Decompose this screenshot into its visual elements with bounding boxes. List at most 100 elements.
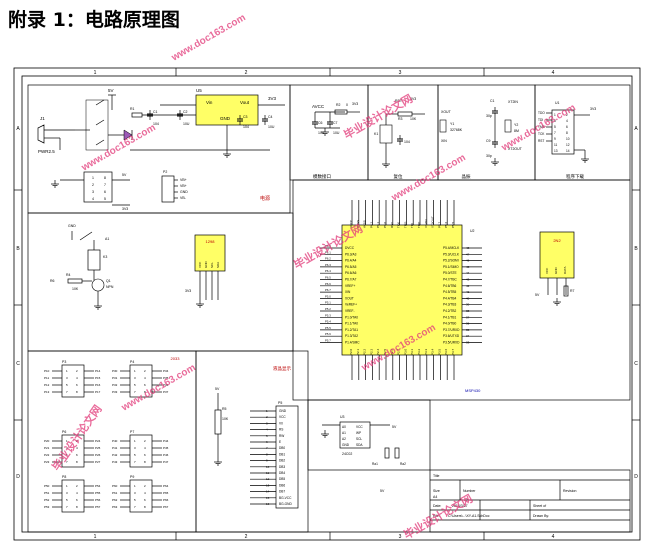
mcu-pin-num: 45: [466, 265, 470, 269]
c3-label: C3: [243, 115, 248, 119]
mcu-bottom-pin: P2.6: [390, 348, 394, 355]
title-block-sheet: Sheet of: [533, 504, 546, 508]
header-label: P6: [62, 430, 66, 434]
u5-vout-label: Vout: [240, 100, 250, 105]
c1-label: C1: [153, 110, 158, 114]
r5-label: R5: [222, 407, 227, 411]
jtag-signal-label: RST: [538, 139, 544, 143]
y2-crystal: [504, 119, 512, 133]
v5-label: 5V: [122, 173, 127, 177]
mcu-top-pin: DVSS: [356, 220, 360, 228]
lcd-pin-label: DB3: [279, 465, 285, 469]
mcu-net-label: P5.4: [325, 320, 331, 324]
header-pin: 8: [144, 505, 146, 509]
mcu-net-label: P6.3: [325, 263, 331, 267]
mcu-top-pin: P6.1: [376, 221, 380, 228]
header-pin: 1: [134, 439, 136, 443]
lcd-section-title: 液晶显示: [273, 365, 291, 372]
header-pin: 5: [134, 453, 136, 457]
mcu-bottom-pin: P3.4: [431, 348, 435, 355]
title-block-size: Size: [433, 489, 440, 493]
y1-value: 32768K: [450, 128, 463, 132]
mcu-bottom-pin: P2.5: [383, 348, 387, 355]
header-pin: 5: [134, 498, 136, 502]
frame-row-label: B: [16, 246, 20, 252]
power-switch: [85, 99, 109, 151]
header-pin: 6: [76, 453, 78, 457]
jtag-signal-label: TCK: [538, 132, 545, 136]
header-pin: 4: [76, 376, 78, 380]
c2-value: 10U: [183, 122, 190, 126]
lcd-pin-num: 14: [266, 490, 270, 494]
mcu-pin-num: 36: [466, 322, 470, 326]
header-net-label: P13: [44, 390, 50, 394]
lcd-pin-label: DB7: [279, 490, 285, 494]
mcu-left-pin: DVCC: [345, 246, 355, 250]
header-net-label: P17: [95, 390, 101, 394]
power-section-title: 电源: [260, 195, 270, 202]
gnd-label: GND: [68, 224, 76, 228]
mcu-right-pin: P5.0/STE: [443, 271, 457, 275]
lcd-pin-num: 13: [266, 483, 270, 487]
header-net-label: P46: [163, 453, 169, 457]
c6-label: C6: [318, 121, 323, 125]
header-net-label: P61: [112, 491, 118, 495]
jtag-pin: 1: [554, 113, 556, 117]
header-pin: 7: [134, 390, 136, 394]
mcu-top-pin: TDI: [410, 223, 414, 228]
q1-type: NPN: [106, 285, 114, 289]
ds-pin: DATA: [563, 266, 567, 274]
mcu-net-label: P6.6: [325, 282, 331, 286]
header-pin: 8: [76, 390, 78, 394]
switch-lever: [95, 119, 105, 126]
reset-section-title: 复位: [394, 173, 403, 180]
header-pin: 1: [134, 369, 136, 373]
title-block-file-value: C:\Users\...\XY-A1.SchDoc: [448, 514, 490, 518]
mcu-pin-num: 35: [466, 328, 470, 332]
mcu-net-label: P5.1: [325, 301, 331, 305]
v5-label: 5V: [535, 293, 540, 297]
header-pin: 5: [66, 453, 68, 457]
mcu-top-pin: AVCC: [349, 219, 353, 228]
c4-value: 10U: [268, 125, 275, 129]
header-net-label: P63: [112, 505, 118, 509]
lcd-pin-label: DB4: [279, 471, 285, 475]
frame-row-label: D: [16, 474, 20, 480]
title-block-number: Number: [463, 489, 476, 493]
jtag-pin: 2: [566, 113, 568, 117]
header-pin: 6: [144, 498, 146, 502]
c2-label: C2: [183, 110, 188, 114]
mcu-pin-num: 43: [466, 278, 470, 282]
mcu-pin-num: 40: [466, 296, 470, 300]
mcu-left-pin: VeREF+: [345, 303, 357, 307]
lcd-pin-label: DB1: [279, 452, 285, 456]
header-pin: 5: [134, 383, 136, 387]
lcd-pin-num: 5: [266, 434, 268, 438]
p2-label: P2: [163, 170, 167, 174]
mcu-bottom-pin: P3.3: [424, 348, 428, 355]
lcd-pin-label: BG-GND: [279, 502, 292, 506]
mcu-right-pin: P5.4/MCLK: [443, 246, 460, 250]
mcu-pin-num: 48: [466, 246, 470, 250]
title-block-date: Date:: [433, 504, 441, 508]
header-pin: 2: [76, 439, 78, 443]
header-label: P7: [130, 430, 134, 434]
r5-value: 10K: [222, 417, 229, 421]
pin-num: 3: [92, 190, 94, 194]
outer-frame: [13, 67, 641, 541]
mcu-part-label: MSP430: [465, 388, 481, 393]
c4-label: C4: [268, 115, 273, 119]
header-net-label: P25: [95, 446, 101, 450]
jtag-signal-label: TMS: [538, 125, 545, 129]
jtag-pin: 11: [554, 143, 558, 147]
lcd-pin-label: V0: [279, 421, 283, 425]
u3-eeprom: [339, 421, 371, 449]
mcu-net-label: P6.1: [325, 250, 331, 254]
page-title: 附录 1：电路原理图: [8, 9, 180, 31]
header-pin: 4: [144, 376, 146, 380]
jtag-pin: 4: [566, 119, 568, 123]
mcu-pin-num: 46: [466, 259, 470, 263]
switch-lever: [95, 99, 105, 106]
lcd-pin-num: 2: [266, 415, 268, 419]
mcu-top-pin: TDO: [417, 221, 421, 228]
